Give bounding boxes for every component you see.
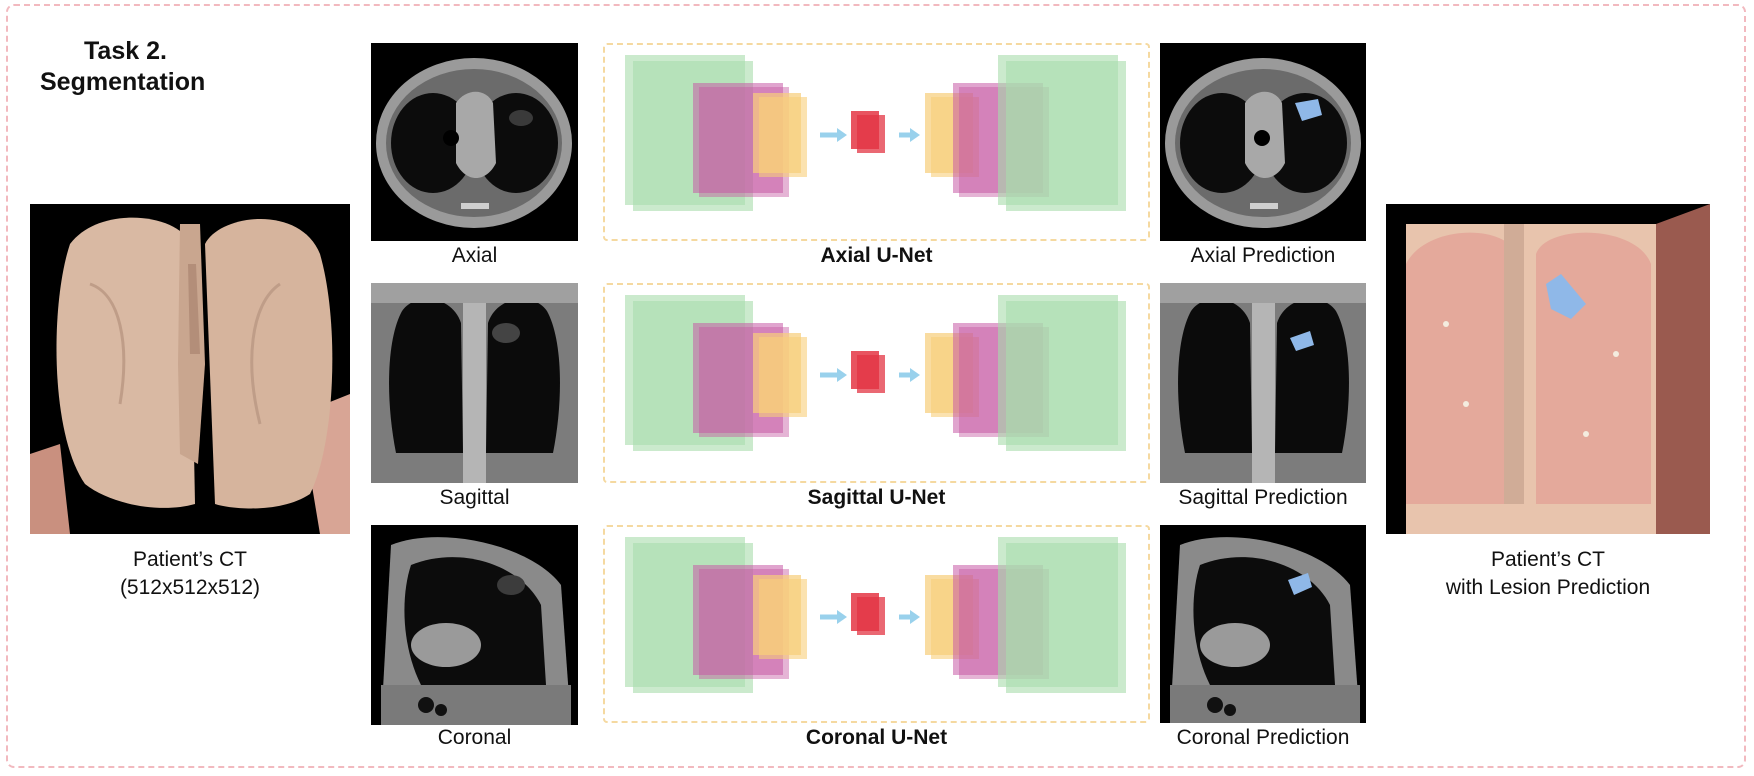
output-ct-3d-render xyxy=(1386,204,1710,534)
output-ct-caption-line1: Patient’s CT xyxy=(1491,548,1605,571)
output-ct-caption: Patient’s CT with Lesion Prediction xyxy=(1386,546,1710,602)
output-ct-caption-line2: with Lesion Prediction xyxy=(1445,576,1651,599)
sagittal-unet-box xyxy=(603,283,1150,483)
axial-prediction-label: Axial Prediction xyxy=(1190,244,1336,267)
input-ct-caption-line1: Patient’s CT xyxy=(133,548,247,571)
axial-unet-label: Axial U-Net xyxy=(820,244,933,267)
axial-unet-diagram xyxy=(625,55,1126,211)
coronal-unet-diagram xyxy=(625,537,1126,693)
input-ct-3d-render xyxy=(30,204,350,534)
coronal-prediction-label: Coronal Prediction xyxy=(1176,726,1350,749)
task-title-number: Task 2. xyxy=(84,37,167,65)
coronal-view-label: Coronal xyxy=(437,726,512,749)
input-ct-caption-line2: (512x512x512) xyxy=(119,576,261,599)
sagittal-slice-image xyxy=(371,283,578,483)
axial-slice-image xyxy=(371,43,578,241)
outer-dashed-frame xyxy=(6,4,1746,768)
sagittal-unet-diagram xyxy=(625,295,1126,451)
coronal-prediction-image xyxy=(1160,525,1366,723)
task-title-name: Segmentation xyxy=(40,68,206,96)
axial-view-label: Axial xyxy=(451,244,498,267)
sagittal-prediction-label: Sagittal Prediction xyxy=(1178,486,1348,509)
sagittal-view-label: Sagittal xyxy=(439,486,510,509)
input-ct-caption: Patient’s CT (512x512x512) xyxy=(30,546,350,602)
coronal-slice-image xyxy=(371,525,578,725)
task-title: Task 2. Segmentation xyxy=(40,36,205,98)
coronal-unet-label: Coronal U-Net xyxy=(805,726,948,749)
sagittal-prediction-image xyxy=(1160,283,1366,483)
sagittal-unet-label: Sagittal U-Net xyxy=(807,486,946,509)
coronal-unet-box xyxy=(603,525,1150,723)
axial-prediction-image xyxy=(1160,43,1366,241)
axial-unet-box xyxy=(603,43,1150,241)
